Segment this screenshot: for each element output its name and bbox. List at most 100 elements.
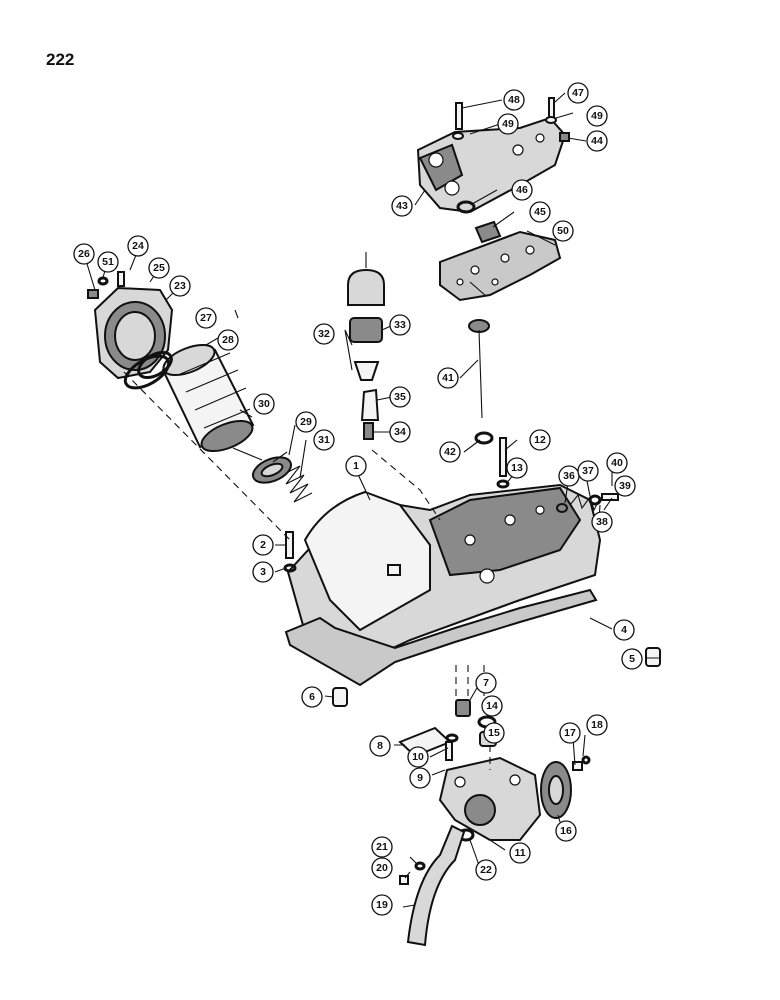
callout-label: 11 [514, 847, 525, 859]
callout-14: 14 [481, 695, 503, 717]
callout-27: 27 [195, 307, 217, 329]
alignment-line-3 [455, 665, 491, 770]
page-number: 222 [46, 50, 75, 69]
callout-4: 4 [613, 619, 635, 641]
callout-circle [97, 251, 119, 273]
o-rings-filter [123, 351, 173, 390]
valve-housing [416, 116, 567, 214]
callout-circle [606, 452, 628, 474]
callout-34: 34 [389, 421, 411, 443]
bolts-top [452, 97, 570, 142]
callout-label: 25 [153, 262, 165, 274]
callout-circle [371, 836, 393, 858]
callout-circle [252, 534, 274, 556]
callout-30: 30 [253, 393, 275, 415]
callout-32: 32 [313, 323, 335, 345]
callout-label: 5 [629, 653, 635, 665]
callout-circle [483, 722, 505, 744]
callout-label: 33 [394, 319, 406, 331]
callout-label: 20 [376, 862, 388, 874]
callout-label: 29 [300, 416, 312, 428]
callout-12: 12 [529, 429, 551, 451]
callout-10: 10 [407, 746, 429, 768]
callout-label: 46 [516, 184, 528, 196]
callout-42: 42 [439, 441, 461, 463]
callout-46: 46 [511, 179, 533, 201]
callout-circle [217, 329, 239, 351]
callout-49: 49 [497, 113, 519, 135]
callout-circle [127, 235, 149, 257]
callout-circle [506, 457, 528, 479]
callout-circle [614, 475, 636, 497]
callout-layer: 1234567891011121314151617181920212223242… [73, 82, 643, 916]
alignment-line-1 [123, 371, 291, 541]
callout-label: 12 [534, 434, 546, 446]
callout-circle [73, 243, 95, 265]
callout-label: 6 [309, 691, 315, 703]
main-gasket [284, 588, 598, 687]
callout-9: 9 [409, 767, 431, 789]
callout-label: 44 [591, 135, 603, 147]
callout-2: 2 [252, 534, 274, 556]
callout-label: 36 [563, 470, 575, 482]
callout-label: 2 [260, 539, 266, 551]
callout-circle [439, 441, 461, 463]
callout-circle [295, 411, 317, 433]
callout-label: 30 [258, 398, 270, 410]
bolt-cover [283, 437, 510, 573]
callout-circle [529, 429, 551, 451]
callout-circle [195, 307, 217, 329]
callout-circle [301, 686, 323, 708]
callout-circle [586, 714, 608, 736]
callout-circle [345, 455, 367, 477]
callout-circle [475, 859, 497, 881]
callout-18: 18 [586, 714, 608, 736]
callout-label: 22 [480, 864, 492, 876]
callout-35: 35 [389, 386, 411, 408]
alignment-line-2 [371, 449, 441, 521]
valve-gasket [439, 230, 562, 302]
callout-label: 21 [376, 841, 388, 853]
callout-label: 8 [377, 740, 383, 752]
callout-22: 22 [475, 859, 497, 881]
callout-label: 51 [102, 256, 114, 268]
callout-circle [169, 275, 191, 297]
callout-circle [503, 89, 525, 111]
callout-circle [613, 619, 635, 641]
callout-circle [407, 746, 429, 768]
callout-label: 28 [222, 334, 234, 346]
callout-circle [577, 460, 599, 482]
callout-label: 15 [488, 727, 500, 739]
callout-7: 7 [475, 672, 497, 694]
callout-circle [475, 672, 497, 694]
callout-1: 1 [345, 455, 367, 477]
callout-36: 36 [558, 465, 580, 487]
callout-circle [389, 314, 411, 336]
callout-51: 51 [97, 251, 119, 273]
callout-37: 37 [577, 460, 599, 482]
callout-circle [555, 820, 577, 842]
filter-bolt [232, 447, 263, 461]
callout-label: 23 [174, 280, 186, 292]
callout-label: 50 [557, 225, 569, 237]
callout-circle [369, 735, 391, 757]
filter-bolts-small [87, 271, 125, 299]
callout-circle [591, 511, 613, 533]
callout-33: 33 [389, 314, 411, 336]
callout-circle [313, 323, 335, 345]
callout-38: 38 [591, 511, 613, 533]
callout-label: 13 [511, 462, 523, 474]
callout-label: 40 [611, 457, 623, 469]
callout-19: 19 [371, 894, 393, 916]
callout-48: 48 [503, 89, 525, 111]
callout-circle [552, 220, 574, 242]
callout-label: 27 [200, 312, 212, 324]
callout-15: 15 [483, 722, 505, 744]
pump-gear [540, 761, 572, 819]
callout-11: 11 [509, 842, 531, 864]
callout-label: 35 [394, 391, 406, 403]
callout-label: 32 [318, 328, 330, 340]
callout-44: 44 [586, 130, 608, 152]
callout-label: 34 [394, 426, 406, 438]
callout-41: 41 [437, 367, 459, 389]
